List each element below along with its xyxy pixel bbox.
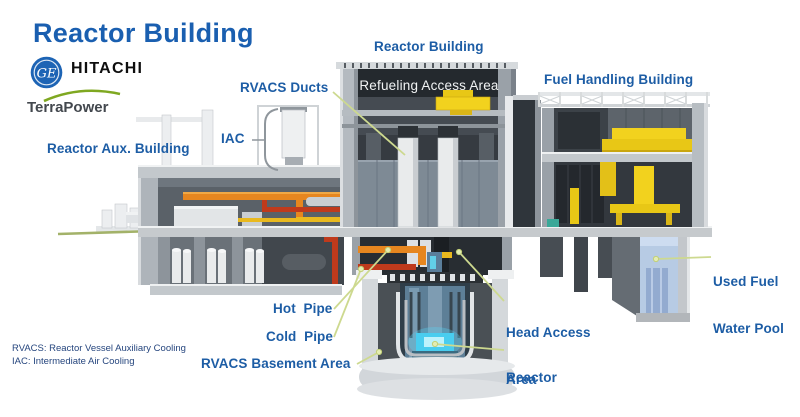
footnote-iac: IAC: Intermediate Air Cooling [12, 355, 135, 367]
connector-tower-graphic [505, 95, 541, 227]
iac-bracket [252, 108, 279, 171]
svg-text:GE: GE [37, 67, 57, 82]
label-cold-pipe: Cold Pipe [266, 329, 334, 344]
pipe-gallery-graphic [352, 237, 512, 275]
cold-pipe-graphic [358, 264, 416, 270]
leader-reactor-core [434, 343, 505, 351]
hitachi-logo: HITACHI [71, 60, 144, 77]
leader-cold-pipe [333, 268, 362, 338]
label-reactor-aux-building: Reactor Aux. Building [47, 141, 190, 156]
leader-hot-pipe [333, 249, 389, 310]
terrapower-logo: TerraPower [27, 99, 109, 116]
ground-slab-graphic [138, 226, 712, 237]
leader-used-fuel-pool [655, 256, 712, 260]
fuel-handling-building-graphic [538, 92, 710, 227]
label-head-access-area: Head Access Area [506, 325, 591, 387]
label-fuel-handling-building: Fuel Handling Building [544, 72, 694, 87]
footnote-legend: RVACS: Reactor Vessel Auxiliary Cooling … [12, 343, 186, 368]
leader-head-access [458, 251, 505, 302]
leader-dots [357, 246, 660, 356]
reactor-vessel-graphic [396, 283, 474, 366]
footnote-rvacs: RVACS: Reactor Vessel Auxiliary Cooling [12, 343, 186, 354]
page-title: Reactor Building [33, 18, 254, 48]
reactor-aux-building-graphic [136, 105, 344, 295]
label-hot-pipe: Hot Pipe [273, 301, 333, 316]
leader-lines [332, 91, 712, 365]
label-rvacs-ducts: RVACS Ducts [240, 80, 329, 95]
label-refueling-access-area: Refueling Access Area [359, 78, 499, 93]
label-reactor-and-core: Reactor and Core [506, 370, 565, 417]
label-rvacs-basement-area: RVACS Basement Area [201, 356, 351, 371]
label-reactor-building: Reactor Building [374, 39, 484, 54]
terrapower-swoosh-icon [43, 89, 121, 103]
leader-rvacs-ducts [332, 91, 406, 156]
label-used-fuel-water-pool: Used Fuel Water Pool [713, 274, 785, 336]
ge-logo: GE [30, 56, 63, 89]
label-iac: IAC [221, 131, 245, 146]
leader-rvacs-basement [356, 351, 380, 365]
